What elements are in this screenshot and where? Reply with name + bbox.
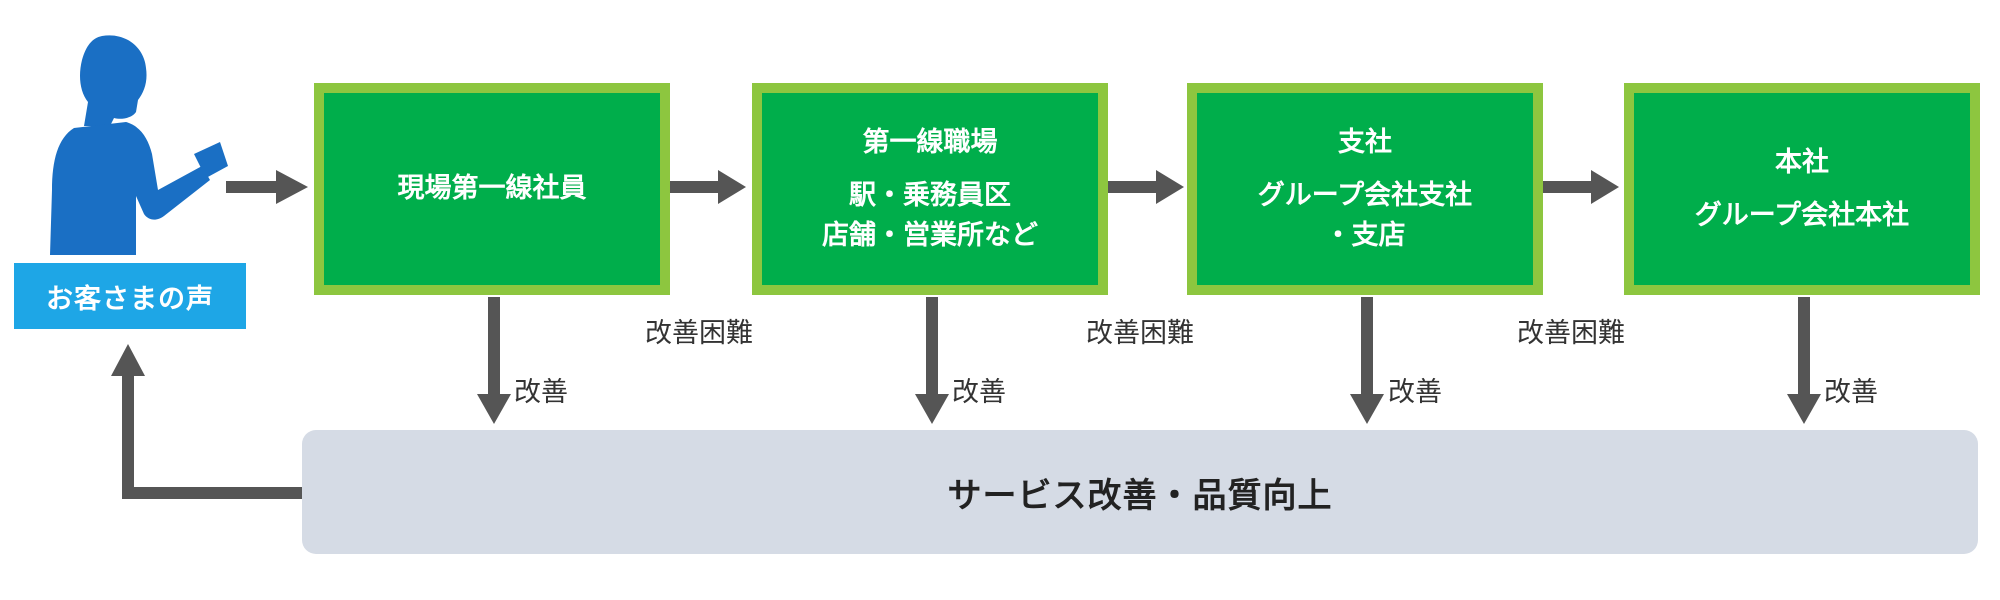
customer-voice-label: お客さまの声 xyxy=(14,263,246,329)
stage-line: 駅・乗務員区 xyxy=(849,180,1011,212)
stage-frontline-employee: 現場第一線社員 xyxy=(314,83,670,295)
label-improvement: 改善 xyxy=(514,377,568,408)
label-improvement-difficult: 改善困難 xyxy=(1086,318,1194,349)
stage-title: 支社 xyxy=(1338,127,1392,159)
stage-branch-office: 支社 グループ会社支社 ・支店 xyxy=(1187,83,1543,295)
stage-line: ・支店 xyxy=(1324,219,1406,251)
arrow-down-icon xyxy=(477,297,511,424)
stage-title: 第一線職場 xyxy=(862,127,998,159)
stage-frontline-workplace: 第一線職場 駅・乗務員区 店舗・営業所など xyxy=(752,83,1108,295)
stage-line: 店舗・営業所など xyxy=(822,219,1038,251)
arrow-right-icon xyxy=(670,170,746,204)
customer-silhouette-icon xyxy=(50,35,228,255)
stage-line: グループ会社本社 xyxy=(1694,200,1910,231)
label-improvement: 改善 xyxy=(1388,377,1442,408)
label-improvement-difficult: 改善困難 xyxy=(1517,318,1625,349)
stage-head-office: 本社 グループ会社本社 xyxy=(1624,83,1980,295)
arrow-down-icon xyxy=(915,297,949,424)
stage-line: グループ会社支社 xyxy=(1257,180,1473,212)
stage-line: 現場第一線社員 xyxy=(397,173,587,205)
arrow-down-icon xyxy=(1787,297,1821,424)
arrow-down-icon xyxy=(1350,297,1384,424)
arrow-right-icon xyxy=(1108,170,1184,204)
arrow-right-icon xyxy=(1543,170,1619,204)
label-improvement: 改善 xyxy=(1824,377,1878,408)
label-improvement: 改善 xyxy=(952,377,1006,408)
service-improvement-bar: サービス改善・品質向上 xyxy=(302,430,1978,554)
arrow-return-icon xyxy=(111,344,306,499)
label-improvement-difficult: 改善困難 xyxy=(645,318,753,349)
arrow-right-icon xyxy=(226,170,308,204)
stage-title: 本社 xyxy=(1775,146,1829,178)
